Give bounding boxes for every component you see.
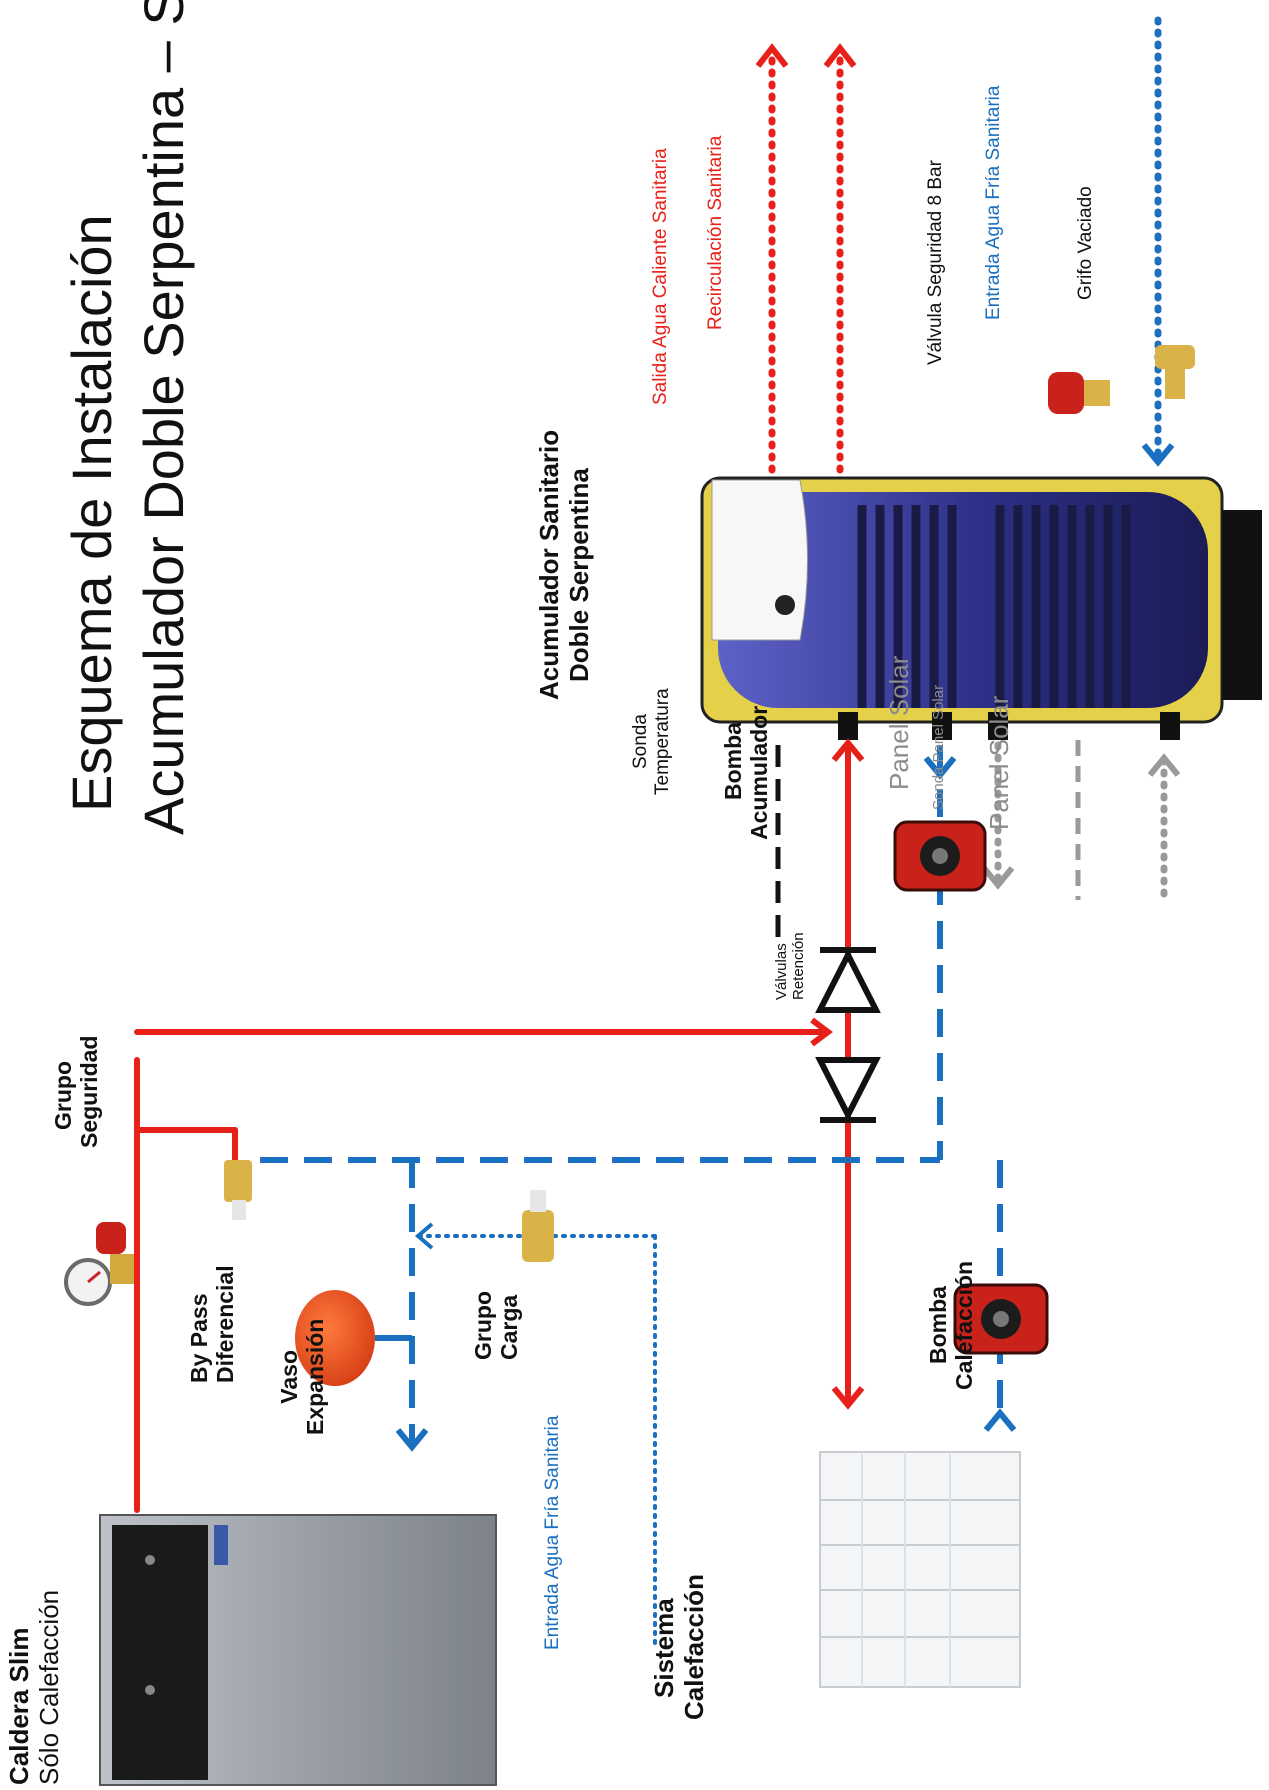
pump-calefaccion-icon	[953, 1283, 1049, 1355]
hot-piping	[134, 742, 851, 1513]
safety-group-icon	[64, 1222, 134, 1306]
salida-arrow	[755, 43, 789, 68]
hot-outlets	[768, 56, 844, 474]
drain-tap-icon	[1155, 345, 1195, 399]
hot-arrow-tank	[831, 738, 865, 762]
cold-piping	[260, 745, 1003, 1445]
bypass-valve-icon	[224, 1160, 252, 1220]
tank-image	[700, 476, 1262, 740]
check-valves	[815, 947, 881, 1123]
solar-arrow-b	[1147, 753, 1181, 777]
boiler-image	[99, 1514, 497, 1786]
solar-lines	[994, 741, 1168, 904]
fill-arrow	[414, 1222, 434, 1250]
solar-arrow-a	[981, 866, 1015, 890]
tank-return-arrow	[923, 756, 957, 780]
radiator-image	[819, 1451, 1021, 1688]
inlet-arrow	[1141, 443, 1175, 467]
hot-arrow-radiator	[831, 1386, 865, 1410]
vaso-arrow	[395, 1428, 429, 1452]
hot-arrow-junction	[810, 1017, 833, 1047]
filling-group-icon	[522, 1190, 554, 1262]
safety-valve-icon	[1048, 372, 1110, 414]
pump-acumulador-icon	[893, 820, 987, 892]
expansion-vessel-icon	[295, 1290, 412, 1386]
radiator-return-arrow	[983, 1408, 1017, 1432]
recirculacion-arrow	[823, 43, 857, 68]
